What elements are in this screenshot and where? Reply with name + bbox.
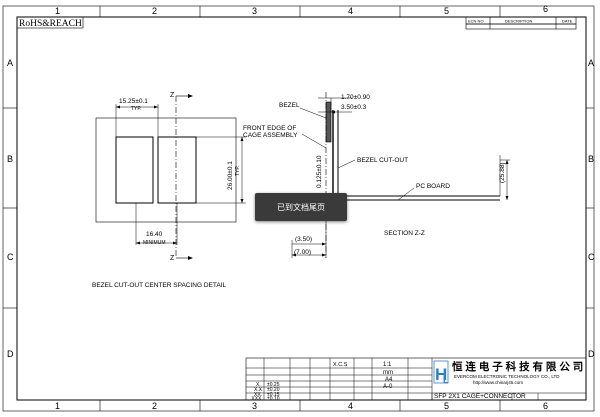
col-label-bottom-2: 2 bbox=[152, 401, 157, 411]
col-label-top-2: 2 bbox=[152, 6, 157, 16]
svg-text:L: L bbox=[443, 375, 449, 385]
row-label-left-c: C bbox=[7, 252, 14, 262]
scale-value: 1:1 bbox=[383, 362, 392, 368]
front-edge-label-1: FRONT EDGE OF bbox=[243, 125, 296, 132]
tol-value-xx: ±0.20 bbox=[267, 387, 280, 393]
end-of-document-toast[interactable]: 已到文档尾页 bbox=[255, 193, 347, 221]
svg-text:H: H bbox=[435, 365, 447, 384]
tol-label-x: X. bbox=[256, 382, 261, 388]
bezel-cutout-label: BEZEL CUT-OUT bbox=[357, 157, 408, 164]
bezel-cutout-view bbox=[95, 94, 246, 260]
dim-700-ref: (7.00) bbox=[294, 249, 311, 256]
dim-height-ref: (25.88) bbox=[499, 162, 506, 183]
col-label-bottom-5: 5 bbox=[444, 401, 449, 411]
xcs-label: X.C.S bbox=[333, 362, 348, 368]
row-label-left-a: A bbox=[7, 58, 13, 68]
section-view bbox=[291, 92, 510, 258]
dim-bezel-offset: 1.70±0.90 bbox=[341, 94, 370, 101]
col-label-top-5: 5 bbox=[444, 6, 449, 16]
tol-label-xxx: .XXX bbox=[250, 396, 262, 402]
unit-value: mm bbox=[383, 370, 393, 376]
dim-min-width: 16.40 bbox=[146, 231, 163, 238]
title-block bbox=[245, 357, 587, 401]
dim-cutout-spacing: 15.25±0.1 bbox=[119, 98, 148, 105]
z-bottom-label: Z bbox=[170, 255, 175, 262]
rev-header-description: DESCRIPTION bbox=[505, 19, 532, 24]
col-label-top-1: 1 bbox=[55, 6, 60, 16]
dim-gap: 0.125±0.10 bbox=[316, 155, 323, 188]
dim-350-ref: (3.50) bbox=[295, 236, 312, 243]
rev-value: A-0 bbox=[383, 384, 393, 390]
pc-board-label: PC BOARD bbox=[416, 183, 450, 190]
section-caption: SECTION Z-Z bbox=[384, 230, 425, 237]
row-label-right-c: C bbox=[588, 252, 595, 262]
col-label-bottom-1: 1 bbox=[55, 401, 60, 411]
dim-cutout-height-note: TYP. bbox=[235, 166, 241, 176]
col-label-top-4: 4 bbox=[348, 6, 353, 16]
end-of-document-text: 已到文档尾页 bbox=[277, 202, 325, 212]
product-name: SFP 2X1 CAGE+CONNECTOR bbox=[434, 393, 526, 400]
row-label-left-b: B bbox=[7, 154, 13, 164]
size-value: A4 bbox=[385, 377, 393, 383]
tol-label-xx: X.X bbox=[254, 387, 263, 393]
tol-label-xx2: XX. bbox=[254, 392, 262, 398]
dim-cutout-height: 26.00±0.1 bbox=[227, 161, 234, 190]
col-label-bottom-6: 6 bbox=[543, 401, 548, 411]
col-label-bottom-4: 4 bbox=[348, 401, 353, 411]
company-website: http://www.chinarj45.com bbox=[473, 380, 523, 385]
company-name-cn: 恒 连 电 子 科 技 有 限 公 司 bbox=[452, 360, 583, 373]
dim-cutout-spacing-note: TYP. bbox=[131, 106, 141, 112]
z-top-label: Z bbox=[170, 92, 175, 99]
company-name-en: EVERCOM ELECTRONIC TECHNOLOGY CO., LTD bbox=[454, 374, 560, 379]
rev-header-date: DATE bbox=[562, 19, 573, 24]
revision-table: ECN NO DESCRIPTION DATE bbox=[465, 16, 577, 30]
tol-value-xx2: ±0.15 bbox=[267, 392, 280, 398]
tol-value-xxx: ±0.10 bbox=[267, 396, 280, 402]
col-label-top-6: 6 bbox=[543, 4, 548, 14]
outer-frame bbox=[2, 5, 595, 412]
row-label-left-d: D bbox=[7, 349, 14, 359]
tol-value-x: ±0.25 bbox=[267, 382, 280, 388]
bezel-label: BEZEL bbox=[279, 102, 300, 109]
rev-header-ecn: ECN NO bbox=[468, 19, 484, 24]
compliance-label: RoHS&REACH bbox=[19, 19, 82, 29]
company-logo: H L bbox=[433, 360, 449, 385]
dim-bezel-depth: 3.50±0.3 bbox=[341, 104, 367, 111]
row-label-right-a: A bbox=[588, 58, 594, 68]
row-label-right-d: D bbox=[588, 349, 595, 359]
row-label-right-b: B bbox=[588, 154, 594, 164]
front-edge-label-2: CAGE ASSEMBLY bbox=[243, 132, 298, 139]
compliance-box bbox=[16, 16, 84, 29]
column-ticks bbox=[3, 6, 594, 411]
left-view-caption: BEZEL CUT-OUT CENTER SPACING DETAIL bbox=[92, 282, 226, 289]
dim-min-width-note: MINIMUM bbox=[143, 240, 166, 246]
col-label-bottom-3: 3 bbox=[252, 401, 257, 411]
col-label-top-3: 3 bbox=[252, 6, 257, 16]
